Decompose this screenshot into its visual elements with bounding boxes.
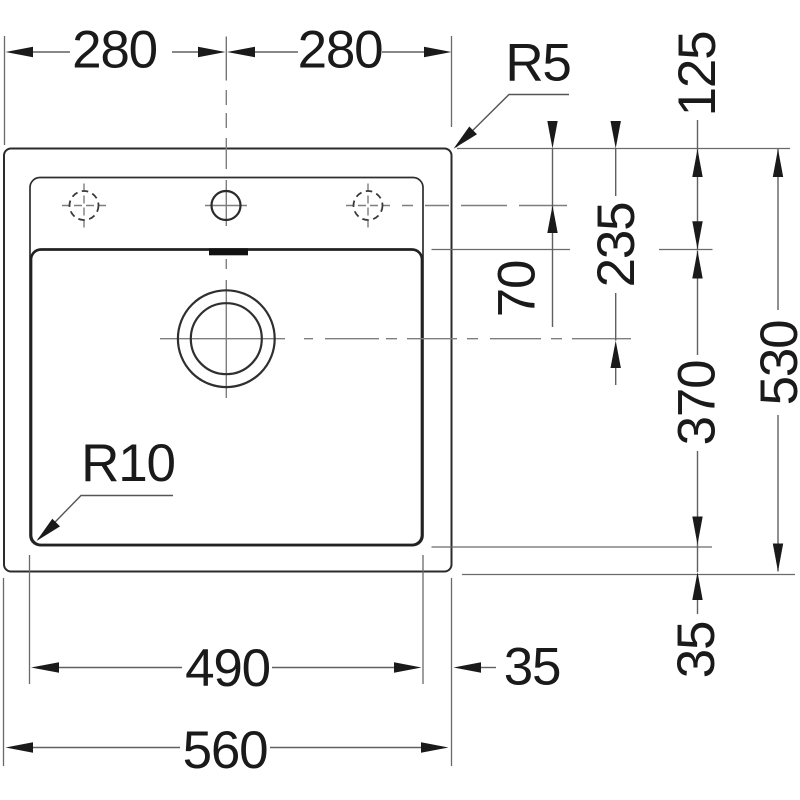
svg-text:560: 560 bbox=[183, 721, 268, 780]
svg-text:35: 35 bbox=[504, 638, 561, 697]
svg-text:280: 280 bbox=[72, 21, 157, 80]
svg-text:235: 235 bbox=[587, 203, 646, 288]
svg-text:280: 280 bbox=[298, 21, 383, 80]
svg-text:370: 370 bbox=[668, 361, 727, 446]
svg-text:R10: R10 bbox=[81, 434, 175, 493]
svg-text:R5: R5 bbox=[505, 34, 570, 93]
svg-text:70: 70 bbox=[488, 261, 547, 318]
svg-text:125: 125 bbox=[668, 32, 727, 117]
svg-text:35: 35 bbox=[667, 622, 726, 679]
svg-text:530: 530 bbox=[750, 321, 800, 406]
svg-text:490: 490 bbox=[185, 639, 270, 698]
